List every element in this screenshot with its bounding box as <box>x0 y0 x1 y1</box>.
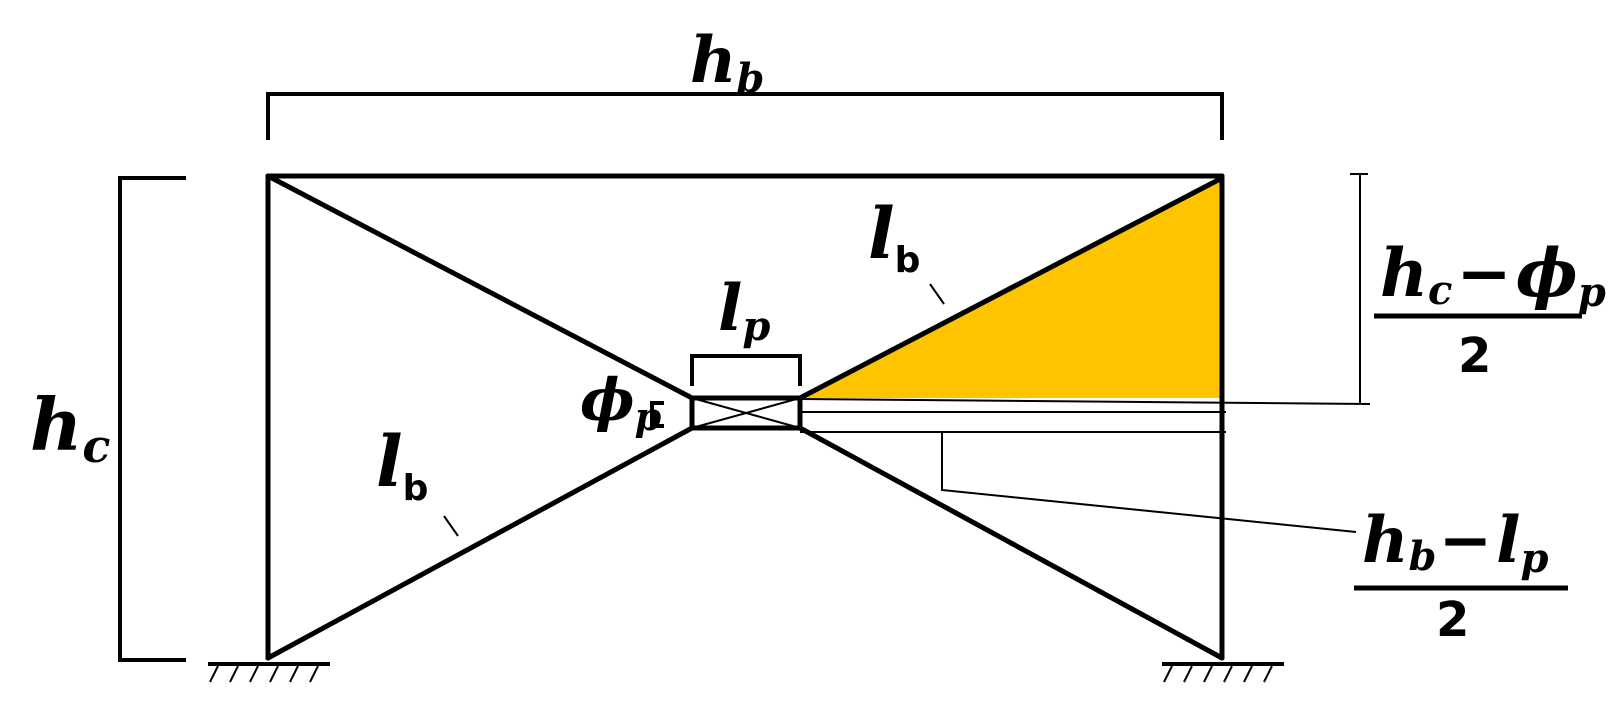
fraction-hb-minus-lp-over-2: hb−lp 2 <box>1354 503 1568 648</box>
label-lp: lp <box>718 271 770 350</box>
svg-text:2: 2 <box>1436 592 1469 648</box>
right-support <box>1162 662 1284 683</box>
brace-upper-left <box>265 173 695 401</box>
label-lb-upper: lb <box>868 192 920 281</box>
left-support <box>208 662 330 683</box>
frac2-leader <box>941 432 1357 533</box>
brace-upper-right <box>797 175 1225 401</box>
label-phi-p: ϕp <box>580 366 662 439</box>
lb-upper-tick <box>929 283 945 305</box>
svg-text:hc−ϕp: hc−ϕp <box>1380 234 1606 316</box>
svg-text:2: 2 <box>1458 328 1491 384</box>
hb-bracket <box>266 92 1224 140</box>
label-lb-lower: lb <box>376 420 428 509</box>
svg-text:hb−lp: hb−lp <box>1362 503 1548 582</box>
lp-bracket <box>690 354 802 386</box>
phi-bracket <box>650 401 664 428</box>
brace-lower-right <box>797 425 1225 661</box>
hc-bracket <box>118 176 186 662</box>
plate-cross-2 <box>691 397 801 429</box>
frac1-dim-leader <box>799 398 1371 405</box>
label-hc: hc <box>30 382 110 473</box>
fraction-hc-minus-phi-over-2: hc−ϕp 2 <box>1374 234 1606 384</box>
lb-lower-tick <box>443 515 459 537</box>
label-hb: hb <box>690 23 765 102</box>
brace-lower-left <box>265 425 695 661</box>
